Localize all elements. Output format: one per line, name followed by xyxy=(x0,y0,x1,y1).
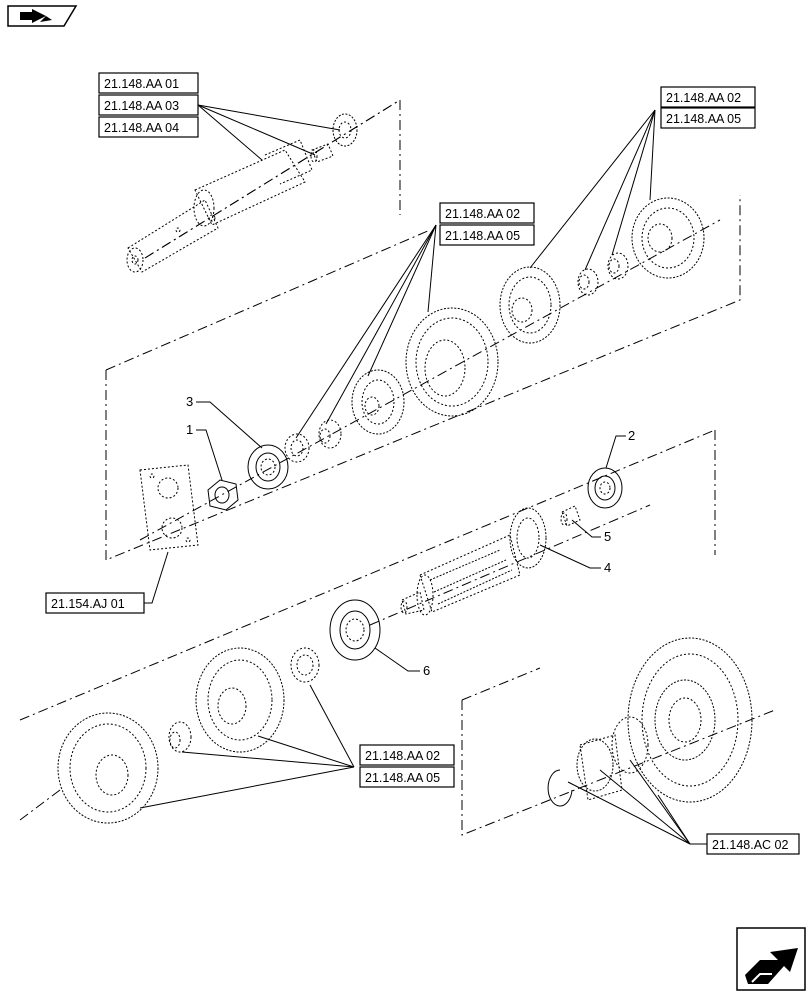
reference-box[interactable]: 21.148.AA 05 xyxy=(660,107,756,129)
reference-box[interactable]: 21.154.AJ 01 xyxy=(45,592,145,614)
reference-group-right-gears: 21.148.AA 02 21.148.AA 05 xyxy=(529,86,756,271)
reference-group-gear-assembly: 21.148.AC 02 xyxy=(567,759,800,855)
reference-box[interactable]: 21.148.AA 02 xyxy=(359,744,455,766)
page-back-icon[interactable] xyxy=(7,5,78,27)
reference-box[interactable]: 21.148.AC 02 xyxy=(706,833,800,855)
reference-label: 21.148.AA 05 xyxy=(445,229,520,243)
part-number-label: 3 xyxy=(186,394,193,409)
reference-label: 21.148.AA 03 xyxy=(104,99,179,113)
reference-box[interactable]: 21.148.AA 03 xyxy=(98,94,199,116)
part-callout-4: 4 xyxy=(539,544,611,575)
reference-box[interactable]: 21.148.AA 02 xyxy=(660,86,756,108)
reference-box[interactable]: 21.148.AA 04 xyxy=(98,116,199,138)
part-number-label: 5 xyxy=(604,529,611,544)
reference-label: 21.148.AA 04 xyxy=(104,121,179,135)
pinion-gear-drawing xyxy=(461,637,776,836)
reference-box[interactable]: 21.148.AA 02 xyxy=(439,202,535,224)
part-callout-6: 6 xyxy=(374,647,430,678)
reference-group-cover-plate: 21.154.AJ 01 xyxy=(45,551,169,614)
lower-gears-drawing xyxy=(19,647,320,824)
main-shaft-drawing xyxy=(19,429,716,721)
reference-box[interactable]: 21.148.AA 05 xyxy=(439,224,535,246)
reference-group-center-gears: 21.148.AA 02 21.148.AA 05 xyxy=(295,202,535,439)
reference-label: 21.148.AA 02 xyxy=(666,91,741,105)
reference-label: 21.154.AJ 01 xyxy=(51,597,125,611)
part-callout-2: 2 xyxy=(605,428,635,469)
reference-box[interactable]: 21.148.AA 01 xyxy=(98,72,199,94)
gear-train-drawing xyxy=(105,195,741,561)
part-callout-5: 5 xyxy=(571,519,611,544)
reference-label: 21.148.AA 01 xyxy=(104,77,179,91)
reference-label: 21.148.AA 02 xyxy=(365,749,440,763)
reference-group-shaft: 21.148.AA 01 21.148.AA 03 21.148.AA 04 xyxy=(98,72,341,161)
page-forward-icon[interactable] xyxy=(736,927,806,991)
part-number-label: 4 xyxy=(604,560,611,575)
reference-label: 21.148.AA 05 xyxy=(666,112,741,126)
reference-box[interactable]: 21.148.AA 05 xyxy=(359,766,455,788)
part-callout-3: 3 xyxy=(186,394,263,449)
part-number-label: 6 xyxy=(423,663,430,678)
part-number-label: 1 xyxy=(186,422,193,437)
reference-label: 21.148.AA 02 xyxy=(445,207,520,221)
part-callout-1: 1 xyxy=(186,422,223,481)
input-shaft-drawing xyxy=(126,99,401,273)
reference-label: 21.148.AC 02 xyxy=(712,838,788,852)
part-number-label: 2 xyxy=(628,428,635,443)
reference-group-lower-gears: 21.148.AA 02 21.148.AA 05 xyxy=(139,684,455,809)
reference-label: 21.148.AA 05 xyxy=(365,771,440,785)
